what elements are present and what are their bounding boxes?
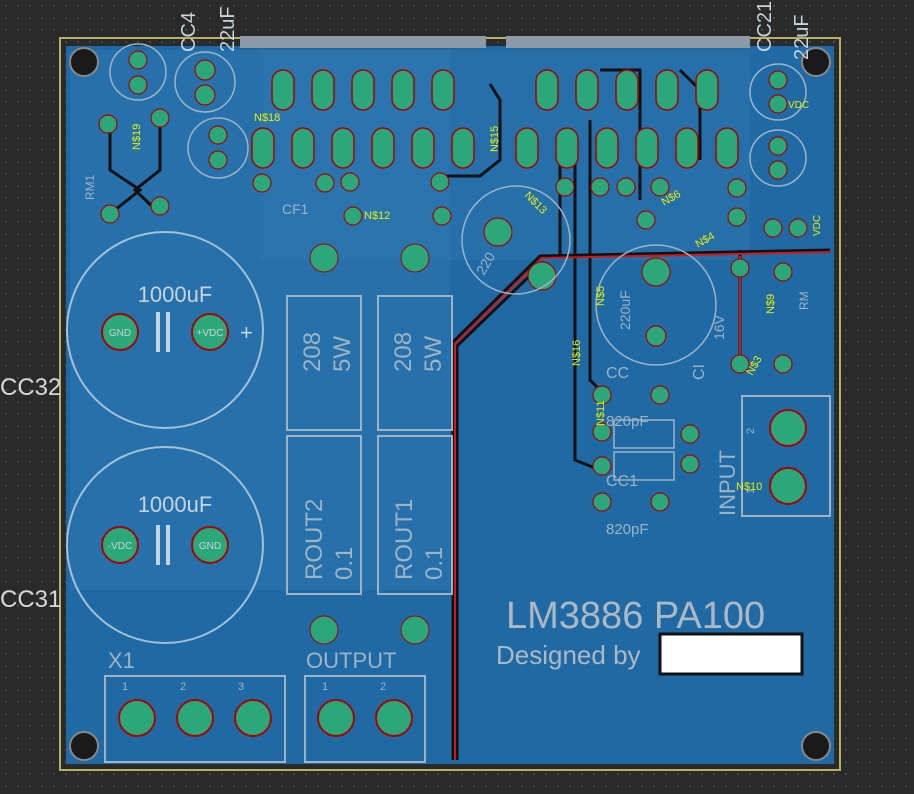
- r208b-value: 208: [390, 332, 417, 372]
- label-cc21-value: 22uF: [791, 14, 813, 60]
- cap-bottom-value: 1000uF: [138, 492, 213, 517]
- label-cc32: CC32: [0, 374, 62, 401]
- x1-pin-3: 3: [238, 681, 244, 693]
- resistor-pads: [309, 243, 430, 645]
- rm1-name: RM1: [83, 174, 97, 200]
- rout1-name: ROUT1: [391, 499, 418, 580]
- mounting-holes: [69, 47, 831, 761]
- power-labels: VDC VDC: [788, 100, 823, 236]
- resistors: [286, 295, 453, 595]
- designer-label: Designed by: [496, 640, 641, 670]
- board-title: LM3886 PA100: [506, 595, 765, 637]
- pad-label-vdc: +VDC: [197, 328, 224, 339]
- ic-pins: [251, 69, 739, 169]
- mounting-hole-tr: [801, 47, 831, 77]
- label-cc21: CC21: [754, 1, 776, 52]
- terminal-input: INPUT 2 1: [715, 395, 831, 517]
- cc1-value: 820pF: [606, 521, 649, 538]
- rout1-value: 0.1: [421, 547, 448, 580]
- output-pin-2: 2: [380, 681, 386, 693]
- pad-gnd-bottom: [191, 526, 229, 564]
- resistor-labels: 208 5W 208 5W ROUT2 0.1 ROUT1 0.1: [299, 332, 448, 580]
- label-vdc-1: VDC: [788, 100, 809, 111]
- cc1-name: CC1: [606, 473, 638, 490]
- output-name: OUTPUT: [306, 648, 396, 673]
- net-n10: N$10: [736, 481, 762, 493]
- r208b-rating: 5W: [420, 336, 447, 372]
- input-pin-2: 2: [745, 428, 757, 434]
- pad-vdc-top: [191, 313, 229, 351]
- mounting-hole-br: [801, 731, 831, 761]
- rout2-name: ROUT2: [301, 499, 328, 580]
- net-n16: N$16: [571, 340, 583, 366]
- net-n11: N$11: [595, 401, 607, 426]
- small-pads: [98, 50, 808, 512]
- input-name: INPUT: [715, 450, 740, 516]
- pad-gnd-top: [101, 313, 139, 351]
- mounting-hole-bl: [69, 731, 99, 761]
- net-n18: N$18: [254, 112, 280, 124]
- pad-negvdc-bottom: [101, 526, 139, 564]
- r208a-rating: 5W: [329, 336, 356, 372]
- ci-name: CI: [691, 364, 708, 380]
- capacitor-top-1000uf: 1000uF + GND +VDC: [66, 231, 264, 429]
- input-pin-1: 1: [745, 488, 757, 494]
- x1-pin-1: 1: [122, 681, 128, 693]
- pad-label-gnd2: GND: [199, 541, 221, 552]
- x1-pin-2: 2: [180, 681, 186, 693]
- net-n12: N$12: [364, 210, 390, 222]
- cf1-name: CF1: [282, 201, 309, 217]
- r208a-value: 208: [299, 332, 326, 372]
- cc-value: 820pF: [606, 413, 649, 430]
- net-n5: N$5: [595, 286, 607, 306]
- capacitor-bottom-1000uf: 1000uF -VDC GND: [66, 446, 264, 644]
- cap-top-value: 1000uF: [138, 282, 213, 307]
- x1-name: X1: [108, 648, 135, 673]
- ci-value: 220uF: [617, 290, 633, 330]
- designer-name-box: [658, 632, 804, 676]
- pad-label-gnd: GND: [109, 328, 131, 339]
- terminal-x1: X1 1 2 3: [104, 648, 286, 763]
- label-cc31: CC31: [0, 586, 62, 613]
- output-pin-1: 1: [322, 681, 328, 693]
- label-cc4: CC4: [178, 12, 200, 52]
- net-n9: N$9: [765, 294, 777, 314]
- svg-text:+: +: [240, 320, 253, 345]
- net-n15: N$15: [489, 126, 501, 152]
- label-cc4-value: 22uF: [217, 6, 239, 52]
- capacitors-cc: CC 820pF CC1 820pF: [606, 365, 675, 538]
- rm-name: RM: [797, 291, 811, 310]
- pad-label-negvdc: -VDC: [108, 541, 132, 552]
- terminal-output: OUTPUT 1 2: [304, 648, 426, 763]
- net-n19: N$19: [131, 124, 143, 150]
- ci-rating: 16V: [711, 314, 727, 340]
- capacitor-labels: 220uF CI 16V 220 CF1 RM RM1: [83, 174, 811, 380]
- label-vdc-2: VDC: [812, 215, 823, 236]
- rout2-value: 0.1: [331, 547, 358, 580]
- mounting-hole-tl: [69, 47, 99, 77]
- cc-name: CC: [606, 365, 629, 382]
